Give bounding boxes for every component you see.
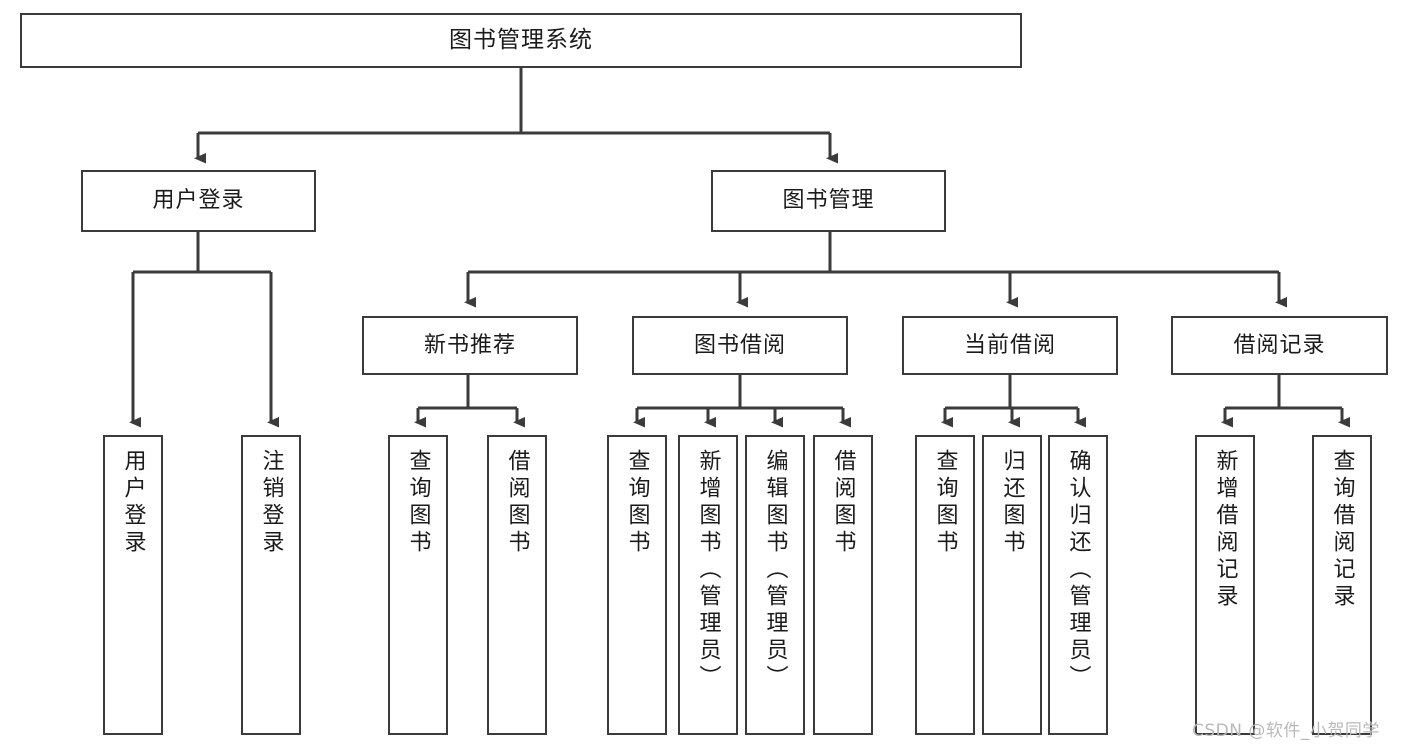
node-leaf-add-book[interactable]: 新增图书（管理员） <box>678 435 738 735</box>
node-book-borrow[interactable]: 图书借阅 <box>632 316 848 375</box>
node-leaf-edit-book-label: 编辑图书（管理员） <box>762 449 788 692</box>
node-user-login-label: 用户登录 <box>152 188 245 214</box>
node-leaf-query-book-2[interactable]: 查询图书 <box>607 435 667 735</box>
node-leaf-user-login-label: 用户登录 <box>120 449 146 557</box>
node-leaf-add-record[interactable]: 新增借阅记录 <box>1195 435 1255 735</box>
node-leaf-user-login[interactable]: 用户登录 <box>103 435 163 735</box>
node-new-book-recommend[interactable]: 新书推荐 <box>362 316 578 375</box>
node-leaf-add-book-label: 新增图书（管理员） <box>695 449 721 692</box>
node-leaf-query-book-1[interactable]: 查询图书 <box>388 435 448 735</box>
node-book-manage[interactable]: 图书管理 <box>711 170 946 232</box>
node-root-label: 图书管理系统 <box>449 26 593 53</box>
node-leaf-borrow-book-1[interactable]: 借阅图书 <box>487 435 547 735</box>
node-leaf-add-record-label: 新增借阅记录 <box>1212 449 1238 611</box>
node-leaf-return-book[interactable]: 归还图书 <box>982 435 1042 735</box>
node-leaf-query-record[interactable]: 查询借阅记录 <box>1312 435 1372 735</box>
node-leaf-borrow-book-1-label: 借阅图书 <box>504 449 530 557</box>
node-leaf-confirm-return-label: 确认归还（管理员） <box>1065 449 1091 692</box>
node-current-borrow[interactable]: 当前借阅 <box>902 316 1118 375</box>
csdn-watermark: CSDN @软件_小贺同学 <box>1192 721 1380 741</box>
node-borrow-record-label: 借阅记录 <box>1233 332 1326 358</box>
node-leaf-borrow-book-2-label: 借阅图书 <box>830 449 856 557</box>
node-new-book-recommend-label: 新书推荐 <box>423 332 516 358</box>
node-leaf-query-book-3[interactable]: 查询图书 <box>915 435 975 735</box>
node-borrow-record[interactable]: 借阅记录 <box>1171 316 1388 375</box>
node-leaf-borrow-book-2[interactable]: 借阅图书 <box>813 435 873 735</box>
node-book-manage-label: 图书管理 <box>782 188 875 214</box>
node-leaf-query-book-3-label: 查询图书 <box>932 449 958 557</box>
node-user-login[interactable]: 用户登录 <box>81 170 316 232</box>
node-leaf-query-book-1-label: 查询图书 <box>405 449 431 557</box>
node-leaf-query-record-label: 查询借阅记录 <box>1329 449 1355 611</box>
node-book-borrow-label: 图书借阅 <box>693 332 786 358</box>
node-leaf-logout-login-label: 注销登录 <box>258 449 284 557</box>
node-current-borrow-label: 当前借阅 <box>963 332 1056 358</box>
node-leaf-edit-book[interactable]: 编辑图书（管理员） <box>745 435 805 735</box>
node-leaf-return-book-label: 归还图书 <box>999 449 1025 557</box>
node-leaf-query-book-2-label: 查询图书 <box>624 449 650 557</box>
node-leaf-logout-login[interactable]: 注销登录 <box>241 435 301 735</box>
node-leaf-confirm-return[interactable]: 确认归还（管理员） <box>1048 435 1108 735</box>
node-root-system[interactable]: 图书管理系统 <box>20 13 1022 68</box>
